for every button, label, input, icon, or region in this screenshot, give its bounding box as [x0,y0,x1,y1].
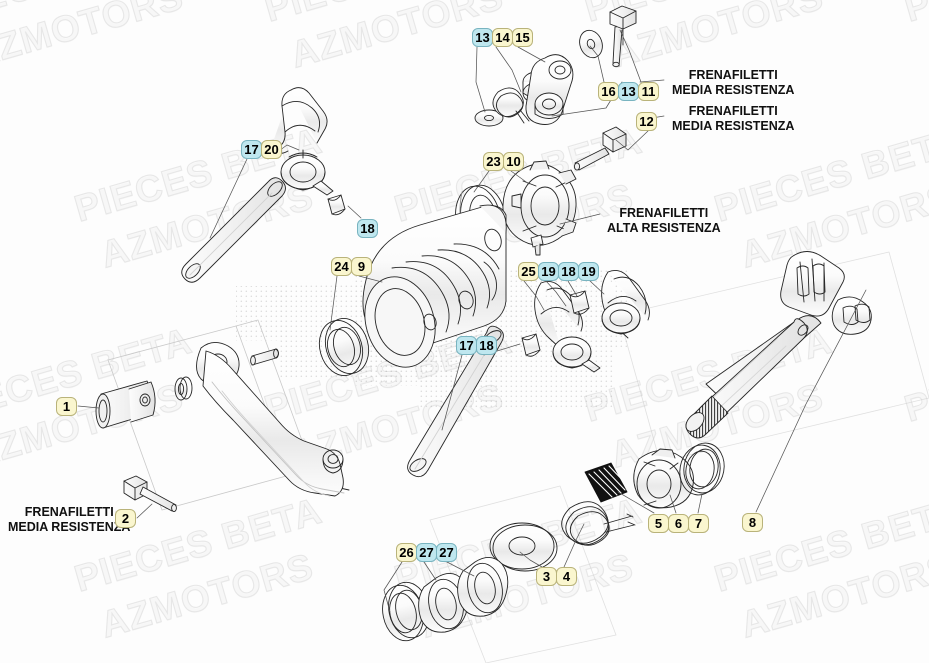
part-number-badge[interactable]: 14 [492,28,513,47]
callout-2[interactable]: 2 [115,509,136,528]
part-number-badge[interactable]: 6 [668,514,689,533]
part-number-badge[interactable]: 19 [538,262,559,281]
note-line-2: MEDIA RESISTENZA [672,118,795,133]
note-line-1: FRENAFILETTI [688,104,778,118]
part-number-badge[interactable]: 9 [351,257,372,276]
part-number-badge[interactable]: 25 [518,262,539,281]
note-line-1: FRENAFILETTI [688,68,778,82]
part-number-badge[interactable]: 13 [618,82,639,101]
note-line-2: MEDIA RESISTENZA [8,519,131,534]
part-number-badge[interactable]: 26 [396,543,417,562]
note-line-1: FRENAFILETTI [619,206,709,220]
part-number-badge[interactable]: 17 [241,140,262,159]
part-number-badge[interactable]: 3 [536,567,557,586]
part-number-badge[interactable]: 11 [638,82,659,101]
part-number-badge[interactable]: 27 [416,543,437,562]
part-number-badge[interactable]: 10 [503,152,524,171]
callout-12[interactable]: 12 [636,112,657,131]
part-number-badge[interactable]: 27 [436,543,457,562]
part-number-badge[interactable]: 2 [115,509,136,528]
part-number-badge[interactable]: 8 [742,513,763,532]
part-number-badge[interactable]: 17 [456,336,477,355]
callout-18[interactable]: 18 [357,219,378,238]
part-number-badge[interactable]: 16 [598,82,619,101]
part-number-badge[interactable]: 18 [558,262,579,281]
note-line-2: ALTA RESISTENZA [607,220,721,235]
part-number-badge[interactable]: 18 [357,219,378,238]
part-number-badge[interactable]: 15 [512,28,533,47]
part-number-badge[interactable]: 20 [261,140,282,159]
part-number-badge[interactable]: 13 [472,28,493,47]
part-number-badge[interactable]: 4 [556,567,577,586]
part-number-badge[interactable]: 23 [483,152,504,171]
part-number-badge[interactable]: 24 [331,257,352,276]
part-number-badge[interactable]: 5 [648,514,669,533]
part-number-badge[interactable]: 1 [56,397,77,416]
part-number-badge[interactable]: 18 [476,336,497,355]
note-line-2: MEDIA RESISTENZA [672,82,795,97]
callout-1[interactable]: 1 [56,397,77,416]
part-number-badge[interactable]: 19 [578,262,599,281]
part-number-badge[interactable]: 12 [636,112,657,131]
note-line-1: FRENAFILETTI [24,505,114,519]
callout-8[interactable]: 8 [742,513,763,532]
part-number-badge[interactable]: 7 [688,514,709,533]
